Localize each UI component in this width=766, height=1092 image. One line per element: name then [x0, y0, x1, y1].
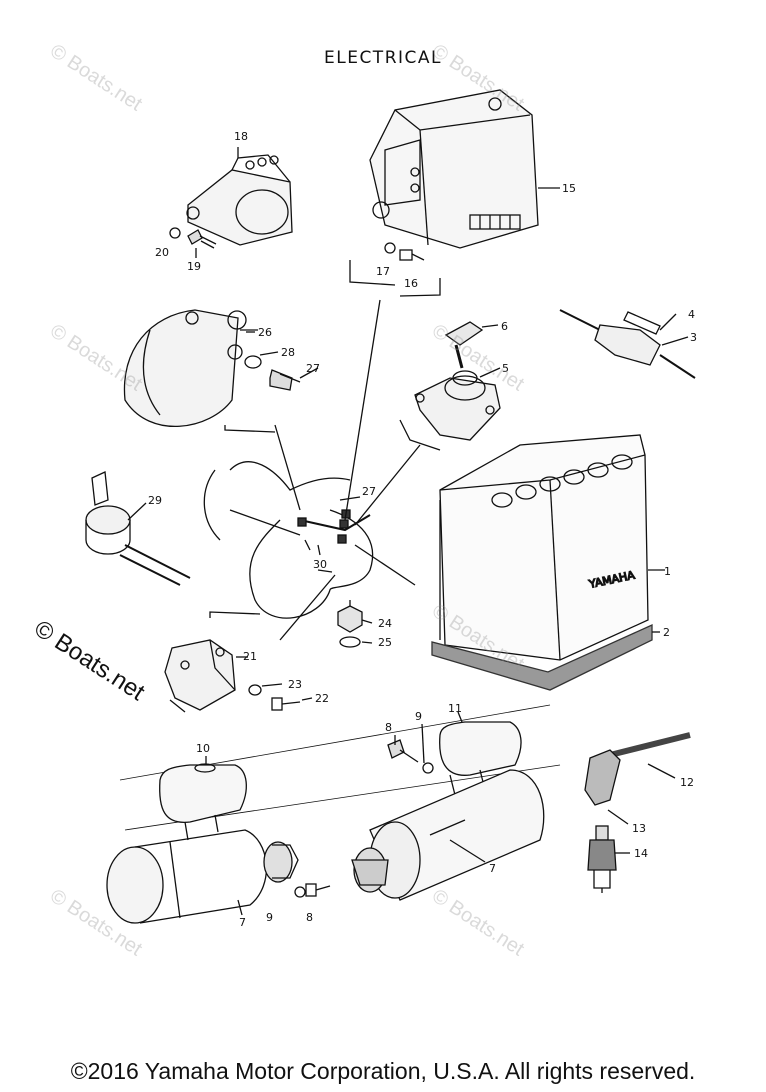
part-label: 9: [415, 710, 422, 723]
ignition-coil-29[interactable]: [85, 471, 191, 586]
part-label: 19: [187, 260, 201, 273]
part-label: 27: [306, 362, 320, 375]
part-label: 21: [243, 650, 257, 663]
part-label: 15: [562, 182, 576, 195]
gasket-25[interactable]: [339, 636, 361, 648]
part-label: 7: [239, 916, 246, 929]
fuse-holder-3[interactable]: [559, 309, 696, 379]
part-label: 20: [155, 246, 169, 259]
part-label: 18: [234, 130, 248, 143]
leader-line: [421, 723, 425, 764]
part-label: 30: [313, 558, 327, 571]
diagram-title: ELECTRICAL: [323, 48, 442, 68]
bolt-8-lower[interactable]: [305, 883, 331, 897]
part-label: 22: [315, 692, 329, 705]
bolt-27[interactable]: [269, 369, 301, 391]
part-label: 13: [632, 822, 646, 835]
part-label: 17: [376, 265, 390, 278]
voltage-regulator-15[interactable]: [369, 89, 560, 249]
part-label: 1: [664, 565, 671, 578]
leader-line: [317, 569, 333, 573]
leader-line: [279, 574, 336, 641]
leader-line: [449, 839, 486, 863]
leader-line: [607, 809, 629, 825]
bolt-22[interactable]: [271, 697, 301, 711]
bracket-line: [209, 611, 261, 618]
part-label: 9: [266, 911, 273, 924]
rectifier-26[interactable]: [123, 309, 258, 428]
starter-motor-7-right[interactable]: [351, 769, 545, 901]
relay-18[interactable]: [186, 147, 293, 246]
part-label: 23: [288, 678, 302, 691]
bolt-16[interactable]: [399, 249, 425, 261]
bracket-line: [224, 425, 276, 433]
wire-harness-30[interactable]: [203, 461, 374, 619]
washer-20[interactable]: [169, 227, 181, 239]
part-label: 26: [258, 326, 272, 339]
spark-plug-cap-12-13[interactable]: [584, 732, 691, 806]
washer-28[interactable]: [244, 355, 262, 369]
main-switch-5[interactable]: [414, 367, 501, 441]
leader-line: [344, 299, 381, 521]
ignition-key-6[interactable]: [444, 321, 484, 369]
part-label: 5: [502, 362, 509, 375]
part-label: 28: [281, 346, 295, 359]
part-label: 12: [680, 776, 694, 789]
bracket-line: [399, 278, 441, 297]
part-label: 24: [378, 617, 392, 630]
bracket-line: [349, 260, 396, 286]
leader-line: [361, 619, 373, 624]
part-label: 29: [148, 494, 162, 507]
leader-line: [259, 351, 279, 356]
washer-9-upper[interactable]: [422, 762, 434, 774]
leader-line: [647, 763, 676, 779]
leader-line: [339, 496, 361, 501]
leader-line: [274, 424, 301, 511]
leader-line: [261, 683, 283, 687]
part-label: 14: [634, 847, 648, 860]
starter-relay-21[interactable]: [164, 639, 236, 713]
starter-motor-7-left[interactable]: [106, 829, 299, 924]
bracket-line: [399, 419, 441, 451]
part-label: 25: [378, 636, 392, 649]
part-label: 2: [663, 626, 670, 639]
washer-17[interactable]: [384, 242, 396, 254]
leader-line: [229, 509, 301, 536]
leader-line: [361, 641, 373, 644]
washer-9-lower[interactable]: [294, 886, 306, 898]
thermo-switch-24[interactable]: [337, 600, 363, 633]
part-label: 6: [501, 320, 508, 333]
leader-line: [457, 711, 463, 723]
part-label: 7: [489, 862, 496, 875]
leader-line: [481, 324, 499, 328]
part-label: 3: [690, 331, 697, 344]
part-label: 11: [448, 702, 462, 715]
washer-23[interactable]: [248, 684, 262, 696]
leader-line: [237, 899, 243, 916]
part-label: 8: [385, 721, 392, 734]
bolt-19[interactable]: [187, 229, 217, 249]
part-label: 4: [688, 308, 695, 321]
clamp-band-11[interactable]: [439, 721, 522, 796]
leader-line: [301, 697, 313, 701]
fuse-4[interactable]: [623, 311, 677, 335]
copyright-notice: ©2016 Yamaha Motor Corporation, U.S.A. A…: [70, 1058, 696, 1084]
leader-line: [354, 544, 416, 586]
part-label: 16: [404, 277, 418, 290]
battery-1[interactable]: [431, 434, 665, 691]
spark-plug-14[interactable]: [587, 825, 617, 893]
part-label: 27: [362, 485, 376, 498]
part-label: 8: [306, 911, 313, 924]
leader-line: [299, 367, 319, 379]
bolt-8-upper[interactable]: [387, 739, 419, 763]
leader-line: [354, 444, 421, 526]
clamp-band-10[interactable]: [159, 763, 247, 841]
part-label: 10: [196, 742, 210, 755]
